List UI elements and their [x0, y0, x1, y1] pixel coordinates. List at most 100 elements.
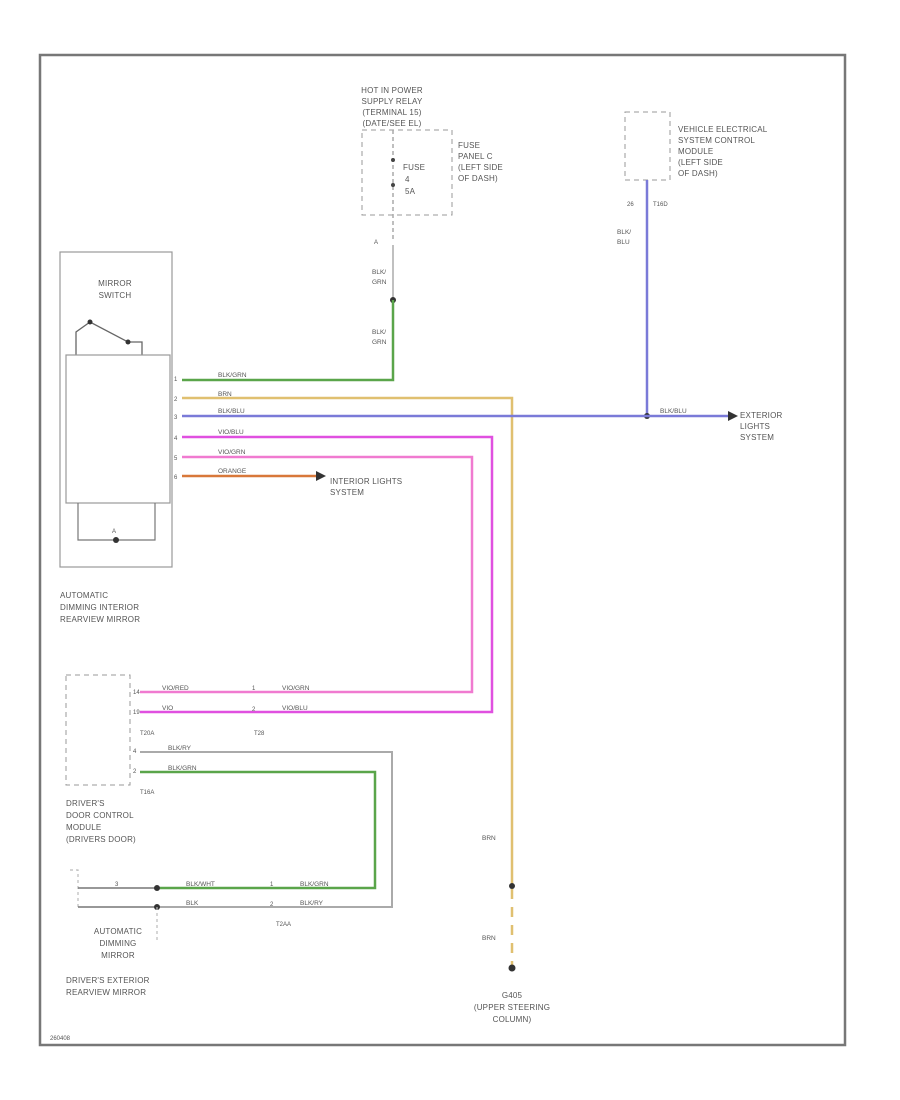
- hot-power-relay-label: HOT IN POWER SUPPLY RELAY (TERMINAL 15) …: [361, 86, 423, 128]
- auto-dimming-mirror-label: AUTOMATIC DIMMING MIRROR: [94, 927, 142, 960]
- mirror-switch-symbol: [75, 321, 143, 355]
- wire-label-vio-blu: VIO/BLU: [218, 429, 244, 436]
- ext-mirror-dot-top: [154, 885, 160, 891]
- svg-text:VEHICLE ELECTRICAL: VEHICLE ELECTRICAL: [678, 125, 768, 134]
- svg-text:MIRROR: MIRROR: [98, 279, 132, 288]
- mirror-pin-6: 6: [174, 475, 178, 481]
- wire-label-blk-ry: BLK/RY: [168, 745, 192, 752]
- door-pin-19: 19: [133, 710, 140, 716]
- wire-blk-grn2: [140, 770, 377, 890]
- svg-text:DOOR CONTROL: DOOR CONTROL: [66, 811, 134, 820]
- svg-text:DRIVER'S EXTERIOR: DRIVER'S EXTERIOR: [66, 976, 150, 985]
- svg-text:G405: G405: [502, 991, 523, 1000]
- vehicle-module-box: [624, 111, 671, 181]
- ext-mirror-pin-3: 3: [115, 882, 119, 888]
- wire-label-orange: ORANGE: [218, 468, 247, 475]
- connector-t16a: T16A: [140, 790, 154, 796]
- svg-text:MODULE: MODULE: [66, 823, 101, 832]
- svg-text:OF DASH): OF DASH): [678, 169, 718, 178]
- wire-blk-grn: [182, 300, 395, 382]
- mirror-pin-3: 3: [174, 415, 178, 421]
- svg-text:SWITCH: SWITCH: [99, 291, 132, 300]
- mirror-pin-a: A: [112, 529, 116, 535]
- svg-text:EXTERIOR: EXTERIOR: [740, 411, 783, 420]
- svg-text:5A: 5A: [405, 187, 416, 196]
- wire-label-vio-red: VIO/RED: [162, 685, 189, 692]
- t28-pin-2: 2: [252, 707, 256, 713]
- switch-contact-b: [125, 339, 131, 345]
- switch-contact-a: [87, 319, 93, 325]
- wire-label-brn: BRN: [218, 391, 232, 398]
- fuse-terminal-bottom: [391, 183, 395, 187]
- t2aa-pin-1: 1: [270, 882, 274, 888]
- wire-label-vio-blu2: VIO/BLU: [282, 705, 308, 712]
- wire-label-vio-grn2: VIO/GRN: [282, 685, 310, 692]
- svg-text:(UPPER STEERING: (UPPER STEERING: [474, 1003, 550, 1012]
- svg-text:LIGHTS: LIGHTS: [740, 422, 770, 431]
- svg-text:AUTOMATIC: AUTOMATIC: [94, 927, 142, 936]
- wire-label-blk-blu-c: BLK/: [617, 229, 631, 236]
- fuse-label: FUSE 4 5A: [403, 163, 425, 196]
- diagram-border: [38, 53, 847, 1047]
- mirror-module-box: [65, 354, 171, 504]
- wire-vio-grn: [182, 455, 474, 694]
- wire-label-blk-blu-d: BLU: [617, 239, 630, 246]
- svg-text:INTERIOR LIGHTS: INTERIOR LIGHTS: [330, 477, 402, 486]
- ext-mirror-label: DRIVER'S EXTERIOR REARVIEW MIRROR: [66, 976, 150, 997]
- svg-text:PANEL C: PANEL C: [458, 152, 493, 161]
- wire-label-blk-ry2: BLK/RY: [300, 900, 324, 907]
- door-module-label: DRIVER'S DOOR CONTROL MODULE (DRIVERS DO…: [66, 799, 136, 844]
- svg-text:REARVIEW MIRROR: REARVIEW MIRROR: [60, 615, 140, 624]
- mirror-pin-4: 4: [174, 436, 178, 442]
- door-pin-2: 2: [133, 769, 137, 775]
- connector-t20a: T20A: [140, 731, 154, 737]
- svg-text:MODULE: MODULE: [678, 147, 713, 156]
- auto-mirror-box: [59, 251, 173, 568]
- exterior-lights-arrow: [728, 411, 738, 421]
- svg-text:(LEFT SIDE: (LEFT SIDE: [678, 158, 723, 167]
- svg-text:(LEFT SIDE: (LEFT SIDE: [458, 163, 503, 172]
- door-pin-14: 14: [133, 690, 140, 696]
- wire-vio-blu: [182, 435, 494, 714]
- door-module-box: [65, 674, 131, 786]
- svg-text:SYSTEM CONTROL: SYSTEM CONTROL: [678, 136, 755, 145]
- connector-t28: T28: [254, 731, 265, 737]
- ground-point: [508, 964, 516, 972]
- t28-pin-1: 1: [252, 686, 256, 692]
- fuse-terminal-top: [391, 158, 395, 162]
- wire-label-blk-blu2: BLK/BLU: [660, 408, 687, 415]
- svg-text:OF DASH): OF DASH): [458, 174, 498, 183]
- svg-text:COLUMN): COLUMN): [493, 1015, 532, 1024]
- wire-label-vio-grn: VIO/GRN: [218, 449, 246, 456]
- svg-text:HOT IN POWER: HOT IN POWER: [361, 86, 423, 95]
- svg-text:(TERMINAL 15): (TERMINAL 15): [362, 108, 421, 117]
- t2aa-pin-2: 2: [270, 902, 274, 908]
- wire-label-blk-blu-b: GRN: [372, 279, 387, 286]
- exterior-lights-label: EXTERIOR LIGHTS SYSTEM: [740, 411, 783, 442]
- fuse-panel-label: FUSE PANEL C (LEFT SIDE OF DASH): [458, 141, 503, 183]
- wire-label-blk-grn2: BLK/GRN: [168, 765, 197, 772]
- svg-text:DIMMING: DIMMING: [100, 939, 137, 948]
- svg-text:MIRROR: MIRROR: [101, 951, 135, 960]
- wire-label-blk-wht: BLK/WHT: [186, 881, 215, 888]
- wire-label-brn-down2: BRN: [482, 935, 496, 942]
- door-pin-4: 4: [133, 749, 137, 755]
- svg-text:REARVIEW MIRROR: REARVIEW MIRROR: [66, 988, 146, 997]
- svg-text:DIMMING INTERIOR: DIMMING INTERIOR: [60, 603, 139, 612]
- wire-label-blk-grn-b: GRN: [372, 339, 387, 346]
- auto-mirror-label: AUTOMATIC DIMMING INTERIOR REARVIEW MIRR…: [60, 591, 140, 624]
- wire-label-vio: VIO: [162, 705, 173, 712]
- connector-t2aa: T2AA: [276, 922, 291, 928]
- wire-label-blk-grn3: BLK/GRN: [300, 881, 329, 888]
- mirror-pin-2: 2: [174, 397, 178, 403]
- ext-mirror-bracket: [70, 869, 79, 907]
- fuse-pin-a: A: [374, 240, 378, 246]
- svg-text:SYSTEM: SYSTEM: [330, 488, 364, 497]
- ground-label: G405 (UPPER STEERING COLUMN): [474, 991, 550, 1024]
- svg-text:FUSE: FUSE: [403, 163, 425, 172]
- vehicle-module-label: VEHICLE ELECTRICAL SYSTEM CONTROL MODULE…: [678, 125, 768, 178]
- wire-brn: [182, 396, 514, 885]
- wire-label-brn-down: BRN: [482, 835, 496, 842]
